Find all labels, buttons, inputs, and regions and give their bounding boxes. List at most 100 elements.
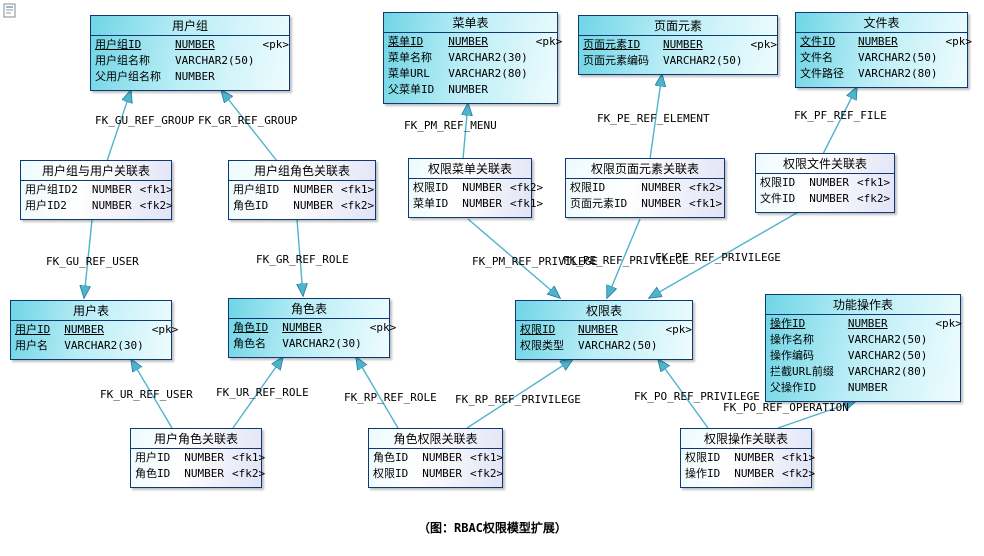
col-type: VARCHAR2(30)	[448, 51, 528, 64]
col-type: NUMBER	[578, 323, 618, 336]
table-title: 权限页面元素关联表	[566, 159, 724, 179]
table-title: 用户组	[91, 16, 289, 36]
col-key: <pk>	[151, 323, 179, 336]
col-key: <pk>	[750, 38, 777, 51]
col-type: NUMBER	[175, 38, 215, 51]
col-key	[532, 50, 567, 66]
col-name: 用户组ID	[95, 38, 142, 51]
col-name: 角色ID	[233, 321, 269, 334]
col-key	[941, 50, 976, 66]
col-type: NUMBER	[293, 199, 333, 212]
table-title: 角色权限关联表	[369, 429, 502, 449]
col-type: VARCHAR2(50)	[663, 54, 743, 67]
col-type: VARCHAR2(80)	[448, 67, 528, 80]
col-name: 权限ID	[685, 451, 721, 464]
col-key: <pk>	[945, 35, 972, 48]
relationship-label-gu-ref-user: FK_GU_REF_USER	[46, 255, 139, 268]
col-type: VARCHAR2(50)	[175, 54, 255, 67]
col-name: 用户ID	[15, 323, 51, 336]
col-key	[148, 338, 183, 354]
table-title: 菜单表	[384, 13, 557, 33]
col-name: 页面元素ID	[570, 197, 628, 210]
col-key: <fk2>	[341, 199, 375, 212]
relationship-label-pf-ref-privilege: FK_PF_REF_PRIVILEGE	[655, 251, 781, 264]
col-key: <fk1>	[689, 197, 723, 210]
table-title: 权限文件关联表	[756, 154, 894, 174]
col-name: 文件ID	[800, 35, 836, 48]
relationship-label-po-ref-operation: FK_PO_REF_OPERATION	[723, 401, 849, 414]
col-key: <pk>	[935, 317, 962, 330]
col-key: <fk2>	[689, 181, 723, 194]
col-key	[941, 66, 976, 82]
col-key: <pk>	[369, 321, 397, 334]
table-title: 权限菜单关联表	[409, 159, 531, 179]
col-name: 用户ID	[135, 451, 171, 464]
col-key: <pk>	[665, 323, 692, 336]
col-type: NUMBER	[175, 70, 215, 83]
col-name: 用户组ID	[233, 183, 280, 196]
col-key	[258, 69, 293, 85]
col-type: VARCHAR2(80)	[858, 67, 938, 80]
table-user-group[interactable]: 用户组用户组ID NUMBER <pk> 用户组名称 VARCHAR2(50) 父用户组名…	[90, 15, 290, 91]
col-key	[532, 66, 567, 82]
col-name: 用户组名称	[95, 54, 150, 67]
col-type: NUMBER	[462, 197, 502, 210]
table-title: 文件表	[796, 13, 967, 33]
col-type: VARCHAR2(30)	[64, 339, 144, 352]
col-name: 操作ID	[685, 467, 721, 480]
col-type: NUMBER	[448, 35, 488, 48]
relationship-label-pf-ref-file: FK_PF_REF_FILE	[794, 109, 887, 122]
col-type: NUMBER	[809, 192, 849, 205]
col-key: <fk2>	[470, 467, 504, 480]
col-type: NUMBER	[809, 176, 849, 189]
col-key: <pk>	[262, 38, 289, 51]
col-key: <fk1>	[232, 451, 266, 464]
col-type: NUMBER	[734, 467, 774, 480]
col-type: NUMBER	[64, 323, 104, 336]
col-type: VARCHAR2(50)	[858, 51, 938, 64]
col-name: 角色名	[233, 337, 266, 350]
col-type: VARCHAR2(50)	[847, 349, 928, 362]
col-key	[746, 53, 781, 69]
col-type: NUMBER	[293, 183, 333, 196]
col-name: 操作名称	[770, 333, 814, 346]
table-title: 用户角色关联表	[131, 429, 261, 449]
col-name: 权限ID	[570, 181, 606, 194]
col-type: NUMBER	[641, 181, 681, 194]
